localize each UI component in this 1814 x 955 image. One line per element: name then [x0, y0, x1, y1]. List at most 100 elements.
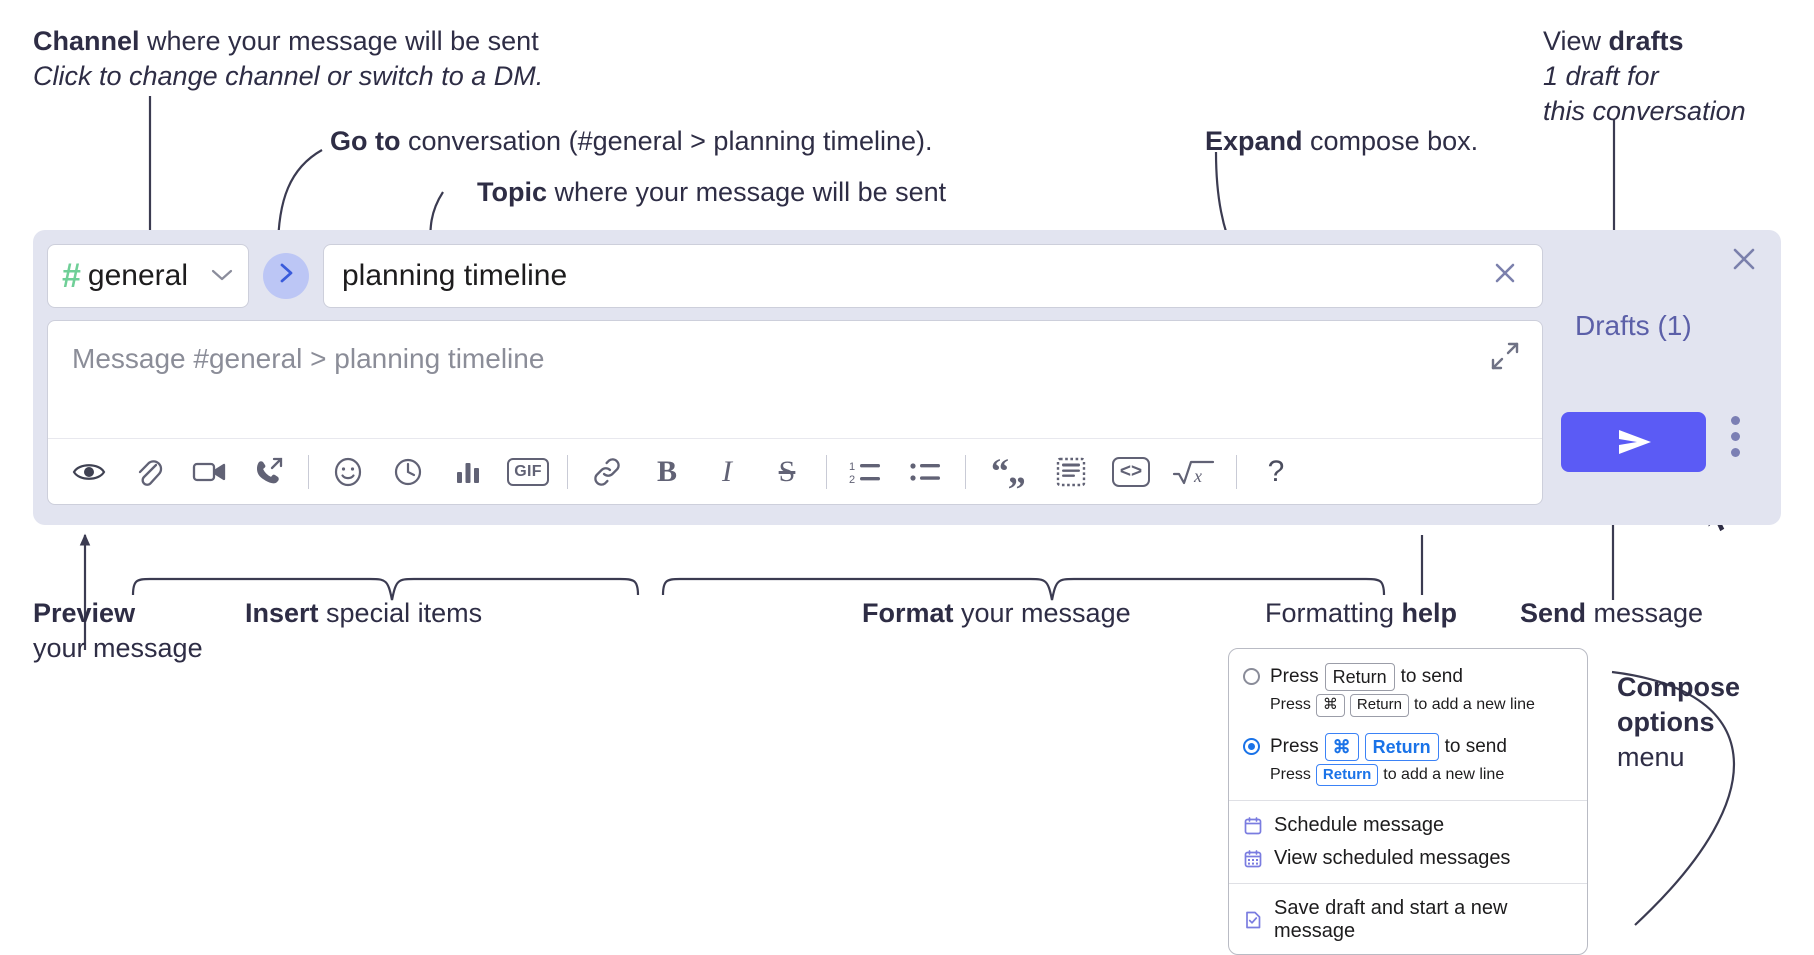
gif-label: GIF — [507, 457, 549, 486]
key-return: Return — [1324, 663, 1395, 692]
separator-1 — [308, 454, 309, 489]
send-option-return[interactable]: Press Return to send — [1229, 659, 1587, 692]
annotation-topic-bold: Topic — [477, 177, 547, 207]
annotation-compose-options-plain: menu — [1617, 742, 1685, 773]
send-button[interactable] — [1561, 412, 1706, 472]
audio-clip-button[interactable] — [246, 449, 292, 495]
annotation-drafts-plain: View — [1543, 26, 1609, 56]
poll-button[interactable] — [445, 449, 491, 495]
preview-button[interactable] — [66, 449, 112, 495]
question-mark-icon: ? — [1267, 454, 1285, 488]
calendar-icon — [1243, 816, 1263, 836]
message-placeholder: Message #general > planning timeline — [72, 343, 545, 374]
goto-conversation-button[interactable] — [263, 253, 309, 299]
compose-right-column: Drafts (1) — [1543, 230, 1781, 525]
menu-item-view-scheduled[interactable]: View scheduled messages — [1229, 842, 1587, 875]
separator-4 — [965, 454, 966, 489]
send-option-cmd-tosend: to send — [1444, 735, 1507, 757]
more-vertical-icon-dot-2 — [1731, 432, 1740, 441]
annotation-compose-options-bold2: options — [1617, 707, 1715, 738]
separator-3 — [826, 454, 827, 489]
emoji-button[interactable] — [325, 449, 371, 495]
math-button[interactable]: x — [1168, 449, 1220, 495]
strikethrough-button[interactable]: S — [764, 449, 810, 495]
quote-icon: “„ — [991, 450, 1026, 491]
menu-item-label: View scheduled messages — [1274, 847, 1511, 870]
sub-rest-1: to add a new line — [1413, 696, 1535, 714]
drafts-link[interactable]: Drafts (1) — [1575, 310, 1692, 341]
annotation-format-rest: your message — [953, 598, 1131, 628]
annotation-help-bold: help — [1401, 598, 1458, 628]
send-option-cmd-return[interactable]: Press ⌘ Return to send — [1229, 729, 1587, 761]
annotation-drafts-line1: 1 draft for — [1543, 61, 1659, 92]
annotation-send-bold: Send — [1520, 598, 1587, 628]
annotation-channel-italic: Click to change channel or switch to a D… — [33, 61, 544, 92]
close-icon[interactable] — [1486, 254, 1524, 298]
italic-label: I — [722, 454, 732, 488]
key-command: ⌘ — [1315, 694, 1345, 717]
send-option-return-sub: Press ⌘ Return to add a new line — [1229, 691, 1587, 722]
annotation-goto: Go to conversation (#general > planning … — [330, 124, 933, 159]
gif-button[interactable]: GIF — [505, 449, 551, 495]
menu-item-schedule-message[interactable]: Schedule message — [1229, 809, 1587, 842]
sub-rest-2: to add a new line — [1383, 765, 1505, 783]
bold-label: B — [656, 454, 677, 488]
angle-brackets-icon: <> — [1111, 456, 1151, 487]
send-paper-plane-icon — [1618, 430, 1651, 454]
chevron-down-icon — [210, 265, 234, 288]
annotation-format-bold: Format — [862, 598, 954, 628]
annotation-preview-bold: Preview — [33, 598, 136, 628]
annotation-channel: Channel where your message will be sent … — [33, 24, 543, 94]
svg-text:2: 2 — [849, 474, 855, 486]
attach-button[interactable] — [126, 449, 172, 495]
formatting-help-button[interactable]: ? — [1253, 449, 1299, 495]
radio-selected-icon[interactable] — [1243, 737, 1260, 755]
video-clip-button[interactable] — [186, 449, 232, 495]
channel-name-label: general — [87, 259, 188, 292]
annotation-topic-rest: where your message will be sent — [547, 177, 947, 207]
compose-panel: # general planning timeline Message #gen… — [33, 230, 1781, 525]
annotation-drafts: View drafts 1 draft for this conversatio… — [1543, 24, 1746, 129]
annotation-insert: Insert special items — [245, 596, 482, 631]
reminder-button[interactable] — [385, 449, 431, 495]
inline-code-button[interactable]: <> — [1108, 449, 1154, 495]
annotation-channel-bold: Channel — [33, 26, 140, 56]
annotation-preview: Preview your message — [33, 596, 203, 666]
menu-item-label: Schedule message — [1274, 814, 1445, 837]
italic-button[interactable]: I — [704, 449, 750, 495]
separator-2 — [567, 454, 568, 489]
annotation-send: Send message — [1520, 596, 1703, 631]
expand-arrows-icon[interactable] — [1490, 341, 1520, 376]
blockquote-button[interactable]: “„ — [982, 449, 1034, 495]
message-input-box[interactable]: Message #general > planning timeline — [47, 320, 1543, 505]
strikethrough-label: S — [778, 454, 796, 488]
channel-selector[interactable]: # general — [47, 244, 249, 308]
panel-close-icon[interactable] — [1729, 244, 1759, 280]
annotation-preview-line2: your message — [33, 633, 203, 664]
menu-item-save-draft[interactable]: Save draft and start a new message — [1229, 892, 1587, 948]
formatting-toolbar: GIF B I S — [48, 438, 1542, 504]
annotation-goto-bold: Go to — [330, 126, 401, 156]
annotation-expand-rest: compose box. — [1302, 126, 1479, 156]
menu-divider-2 — [1229, 883, 1587, 885]
annotation-compose-options-bold1: Compose — [1617, 672, 1741, 702]
calendar-grid-icon — [1243, 849, 1263, 869]
svg-text:1: 1 — [849, 461, 855, 473]
radio-unselected-icon[interactable] — [1243, 668, 1260, 685]
bold-button[interactable]: B — [644, 449, 690, 495]
compose-options-button[interactable] — [1731, 416, 1740, 457]
menu-item-label: Save draft and start a new message — [1274, 897, 1508, 943]
bulleted-list-button[interactable] — [903, 449, 949, 495]
topic-value: planning timeline — [342, 259, 568, 292]
annotation-channel-rest: where your message will be sent — [139, 26, 539, 56]
send-option-cmd-press: Press — [1270, 735, 1319, 757]
annotation-insert-rest: special items — [318, 598, 483, 628]
compose-main-column: # general planning timeline Message #gen… — [47, 244, 1543, 505]
code-block-button[interactable] — [1048, 449, 1094, 495]
annotation-compose-options: Compose options menu — [1617, 670, 1740, 775]
annotation-help-plain: Formatting — [1265, 598, 1402, 628]
link-button[interactable] — [584, 449, 630, 495]
topic-input[interactable]: planning timeline — [323, 244, 1543, 308]
compose-options-menu: Press Return to send Press ⌘ Return to a… — [1228, 648, 1588, 955]
